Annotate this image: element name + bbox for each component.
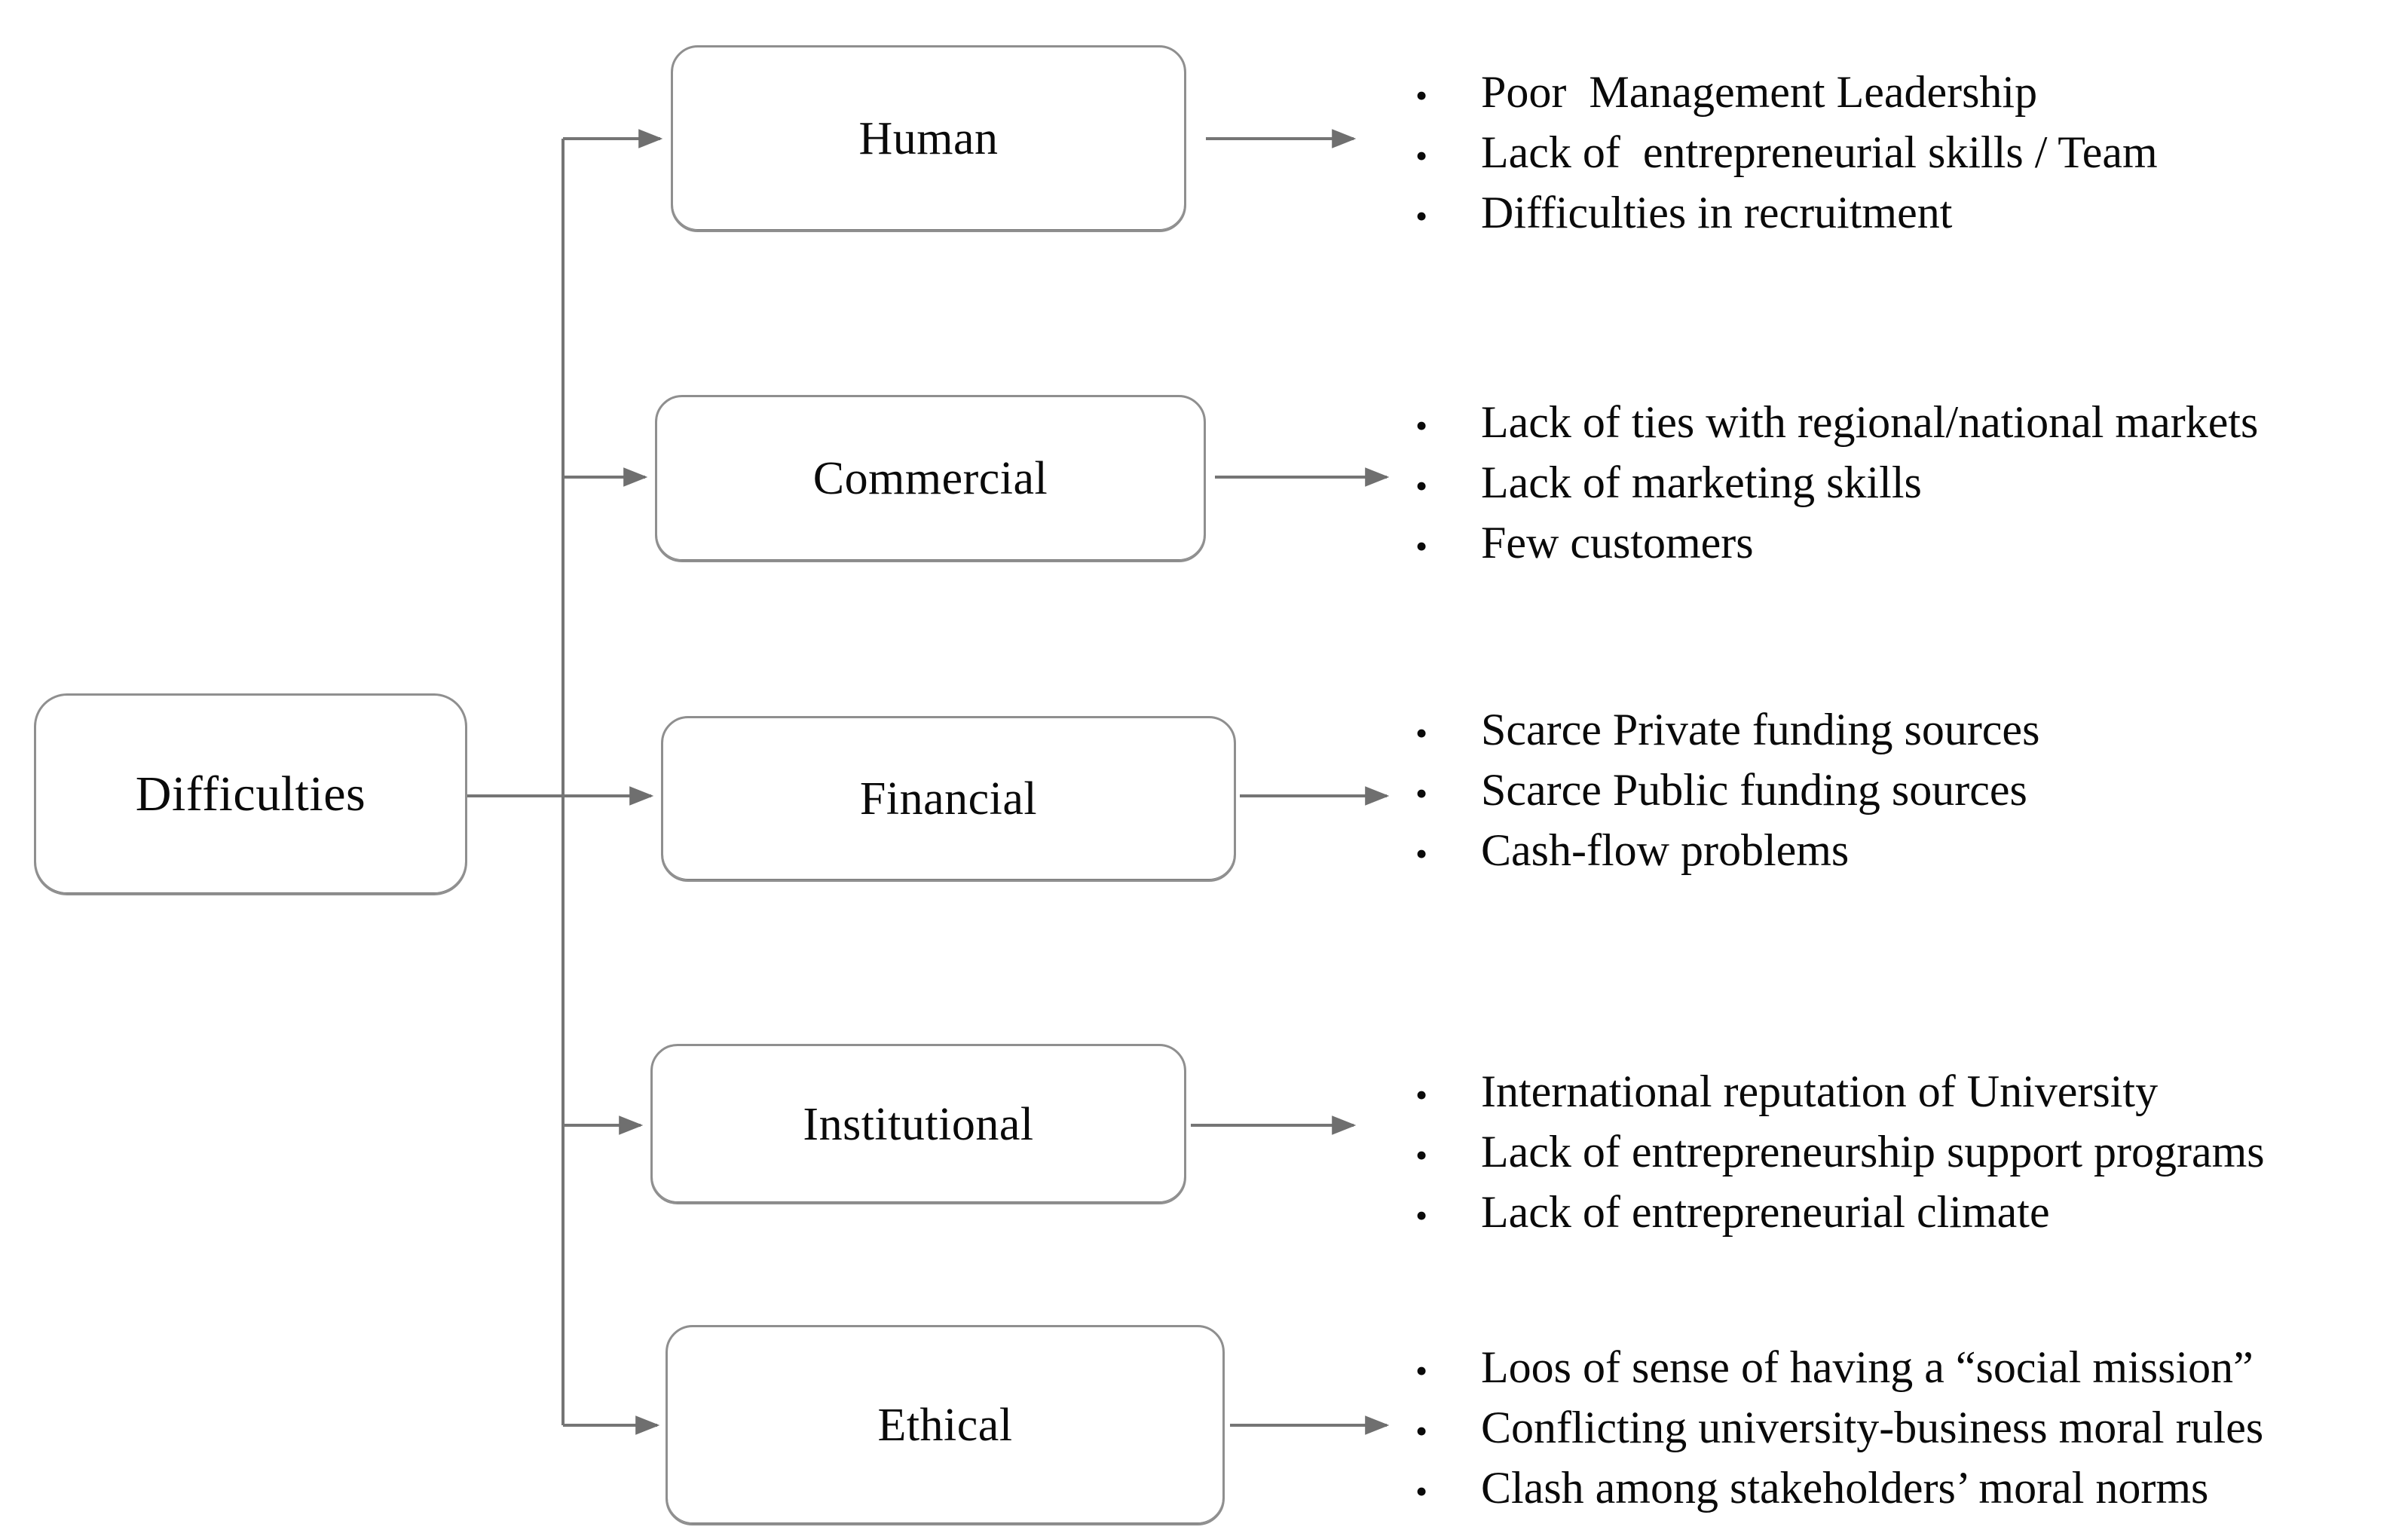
list-item: • Scarce Public funding sources — [1415, 760, 2403, 820]
bullet-icon: • — [1415, 1136, 1428, 1174]
list-item-text: Conflicting university-business moral ru… — [1481, 1403, 2264, 1452]
list-item-text: Lack of marketing skills — [1481, 457, 1922, 507]
node-financial: Financial — [661, 716, 1236, 882]
list-item-text: International reputation of University — [1481, 1066, 2159, 1116]
bullet-icon: • — [1415, 76, 1428, 115]
list-financial: • Scarce Private funding sources • Scarc… — [1415, 699, 2403, 880]
bullet-icon: • — [1415, 834, 1428, 873]
list-item-text: Poor Management Leadership — [1481, 67, 2038, 117]
bullet-icon: • — [1415, 467, 1428, 505]
list-institutional: • International reputation of University… — [1415, 1061, 2403, 1242]
list-item: • International reputation of University — [1415, 1061, 2403, 1121]
list-item: • Lack of ties with regional/national ma… — [1415, 392, 2403, 452]
list-item-text: Clash among stakeholders’ moral norms — [1481, 1463, 2209, 1513]
bullet-icon: • — [1415, 136, 1428, 175]
bullet-icon: • — [1415, 1196, 1428, 1235]
list-item-text: Few customers — [1481, 518, 1754, 568]
list-item: • Lack of entrepreneurial skills / Team — [1415, 122, 2403, 182]
list-human: • Poor Management Leadership • Lack of e… — [1415, 62, 2403, 243]
list-item: • Few customers — [1415, 513, 2403, 573]
node-ethical-label: Ethical — [877, 1400, 1013, 1451]
bullet-icon: • — [1415, 714, 1428, 752]
list-item-text: Lack of ties with regional/national mark… — [1481, 397, 2259, 447]
list-item-text: Cash-flow problems — [1481, 825, 1850, 875]
list-item: • Cash-flow problems — [1415, 820, 2403, 880]
bullet-icon: • — [1415, 1351, 1428, 1390]
list-item-text: Lack of entrepreneurial climate — [1481, 1187, 2050, 1237]
bullet-icon: • — [1415, 1412, 1428, 1450]
node-financial-label: Financial — [859, 773, 1038, 825]
bullet-icon: • — [1415, 774, 1428, 812]
list-item-text: Lack of entrepreneurship support program… — [1481, 1127, 2265, 1177]
list-ethical: • Loos of sense of having a “social miss… — [1415, 1337, 2403, 1518]
list-item-text: Loos of sense of having a “social missio… — [1481, 1342, 2253, 1392]
list-item: • Lack of entrepreneurial climate — [1415, 1182, 2403, 1242]
node-commercial-label: Commercial — [812, 453, 1048, 504]
list-item-text: Lack of entrepreneurial skills / Team — [1481, 127, 2158, 177]
bullet-icon: • — [1415, 527, 1428, 565]
bullet-icon: • — [1415, 197, 1428, 235]
list-item: • Loos of sense of having a “social miss… — [1415, 1337, 2403, 1397]
list-item: • Scarce Private funding sources — [1415, 699, 2403, 760]
list-item: • Lack of marketing skills — [1415, 452, 2403, 513]
node-institutional: Institutional — [650, 1044, 1186, 1204]
node-commercial: Commercial — [655, 395, 1206, 562]
node-difficulties: Difficulties — [34, 693, 467, 895]
list-item-text: Scarce Private funding sources — [1481, 705, 2040, 754]
bullet-icon: • — [1415, 1076, 1428, 1114]
node-human-label: Human — [858, 113, 999, 164]
list-item: • Poor Management Leadership — [1415, 62, 2403, 122]
list-item-text: Difficulties in recruitment — [1481, 188, 1953, 237]
node-human: Human — [671, 45, 1186, 232]
list-item-text: Scarce Public funding sources — [1481, 765, 2027, 815]
list-item: • Lack of entrepreneurship support progr… — [1415, 1121, 2403, 1182]
node-difficulties-label: Difficulties — [135, 767, 366, 822]
list-commercial: • Lack of ties with regional/national ma… — [1415, 392, 2403, 573]
node-institutional-label: Institutional — [803, 1098, 1034, 1150]
list-item: • Difficulties in recruitment — [1415, 182, 2403, 243]
node-ethical: Ethical — [665, 1325, 1225, 1525]
list-item: • Clash among stakeholders’ moral norms — [1415, 1458, 2403, 1518]
list-item: • Conflicting university-business moral … — [1415, 1397, 2403, 1458]
bullet-icon: • — [1415, 1472, 1428, 1510]
bullet-icon: • — [1415, 406, 1428, 445]
